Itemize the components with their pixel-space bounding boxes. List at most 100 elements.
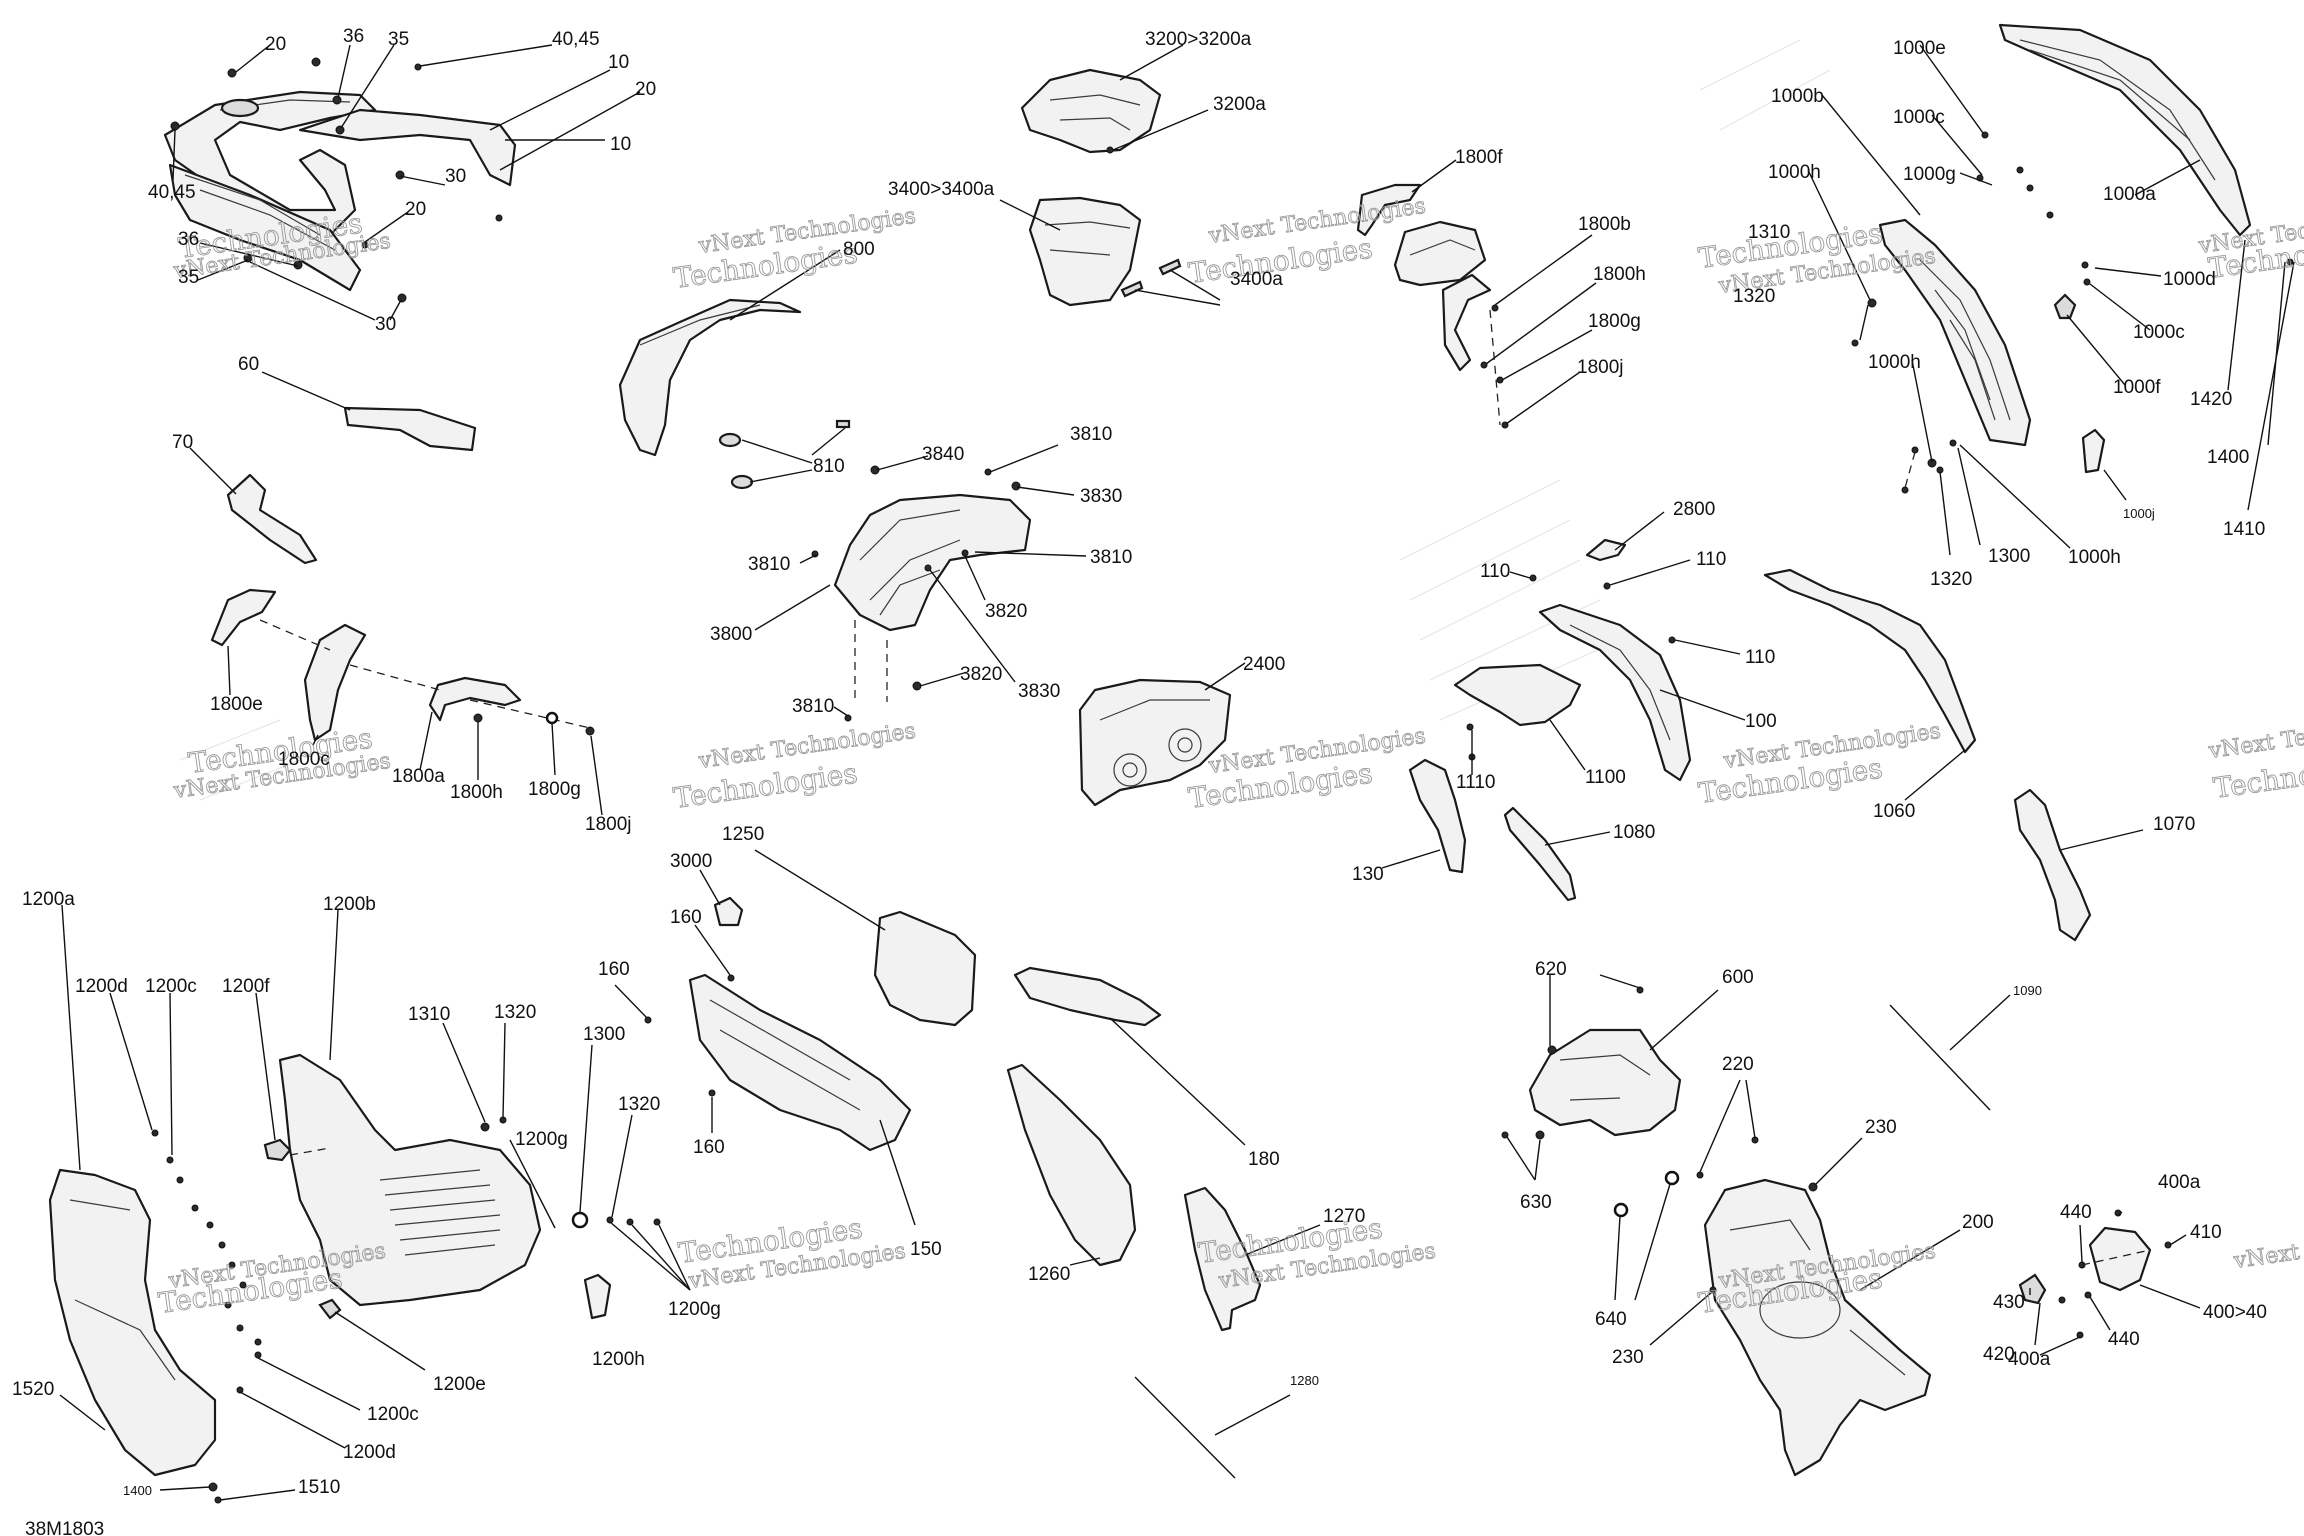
callout-3200-3200a: 3200>3200a xyxy=(1145,29,1252,50)
callout-1200c: 1200c xyxy=(367,1404,419,1425)
part-1000a-fender xyxy=(1998,23,2252,237)
part-800-cover xyxy=(618,298,802,457)
callout-3810: 3810 xyxy=(792,696,834,717)
part-70-bracket xyxy=(226,473,318,565)
callout-1000d: 1000d xyxy=(2163,269,2216,290)
callout-1320: 1320 xyxy=(618,1094,660,1115)
callout-1000h: 1000h xyxy=(2068,547,2121,568)
headlight-bezel-right-group xyxy=(1356,159,1597,429)
callout-410: 410 xyxy=(2190,1222,2222,1243)
part-1800g-r xyxy=(1441,273,1492,372)
callout-3830: 3830 xyxy=(1080,486,1122,507)
part-100 xyxy=(1538,603,1692,782)
callout-640: 640 xyxy=(1595,1309,1627,1330)
callout-1200d: 1200d xyxy=(75,976,128,997)
callout-420: 420 xyxy=(1983,1344,2015,1365)
callout-1800b: 1800b xyxy=(1578,214,1631,235)
part-420 xyxy=(2018,1273,2047,1305)
part-1800e xyxy=(210,588,277,647)
callout-60: 60 xyxy=(238,354,259,375)
callout-1200d: 1200d xyxy=(343,1442,396,1463)
callout-3200a: 3200a xyxy=(1213,94,1266,115)
callout-35: 35 xyxy=(178,267,199,288)
callout-1800h: 1800h xyxy=(450,782,503,803)
rear-rack-hardware xyxy=(170,57,503,303)
callout-130: 130 xyxy=(1352,864,1384,885)
part-1200f xyxy=(263,1138,292,1162)
callout-1510: 1510 xyxy=(298,1477,340,1498)
callout-1100: 1100 xyxy=(1585,767,1626,788)
watermark-line1: vNext Technologies xyxy=(2206,709,2304,764)
part-150 xyxy=(688,973,912,1152)
part-1000b-panel xyxy=(1878,218,2032,447)
part-400 xyxy=(2088,1226,2152,1292)
callout-1200f: 1200f xyxy=(222,976,270,997)
callout-1200h: 1200h xyxy=(592,1349,645,1370)
callout-3830: 3830 xyxy=(1018,681,1060,702)
part-1070 xyxy=(2013,788,2092,942)
callout-20: 20 xyxy=(635,79,656,100)
callout-1300: 1300 xyxy=(1988,546,2030,567)
side-panel-left-group xyxy=(48,904,691,1504)
callout-1800j: 1800j xyxy=(1577,357,1624,378)
callout-1800h: 1800h xyxy=(1593,264,1646,285)
part-1060 xyxy=(1763,568,1977,754)
headlight-bezel-left-group xyxy=(210,588,603,816)
callout-1070: 1070 xyxy=(2153,814,2195,835)
part-130 xyxy=(1408,758,1467,874)
callout-630: 630 xyxy=(1520,1192,1552,1213)
callout-30: 30 xyxy=(375,314,396,335)
watermark-line1: vNext Technologies xyxy=(2231,1219,2304,1274)
callout-70: 70 xyxy=(172,432,193,453)
part-1200h xyxy=(583,1273,612,1320)
part-1000-group xyxy=(1807,23,2295,556)
part-1100 xyxy=(1453,663,1582,727)
part-800-group xyxy=(618,249,851,490)
part-2400-group xyxy=(1078,662,1246,807)
callout-3820: 3820 xyxy=(985,601,1027,622)
lower-right-group xyxy=(1501,974,2201,1477)
storage-bin-group xyxy=(999,44,1221,307)
callout-2800: 2800 xyxy=(1673,499,1715,520)
callout-1800g: 1800g xyxy=(1588,311,1641,332)
callout-110: 110 xyxy=(1480,561,1510,582)
part-1800f xyxy=(1356,183,1422,237)
callout-440: 440 xyxy=(2060,1202,2092,1223)
part-60-bar xyxy=(343,406,477,452)
callout-10: 10 xyxy=(608,52,629,73)
callout-160: 160 xyxy=(693,1137,725,1158)
part-200 xyxy=(1703,1178,1932,1477)
part-1250 xyxy=(873,910,977,1027)
callout-3810: 3810 xyxy=(1070,424,1112,445)
callout-1080: 1080 xyxy=(1613,822,1655,843)
callout-1320: 1320 xyxy=(1930,569,1972,590)
callout-10: 10 xyxy=(610,134,631,155)
side-panel-right-group xyxy=(1381,511,2144,1111)
callout-200: 200 xyxy=(1962,1212,1994,1233)
callout-30: 30 xyxy=(445,166,466,187)
callout-1200g: 1200g xyxy=(668,1299,721,1320)
callout-800: 800 xyxy=(843,239,875,260)
callout-3400-3400a: 3400>3400a xyxy=(888,179,995,200)
part-1270 xyxy=(1183,1186,1262,1332)
part-1800c xyxy=(303,623,367,742)
callout-1800a: 1800a xyxy=(392,766,445,787)
callout-3000: 3000 xyxy=(670,851,712,872)
callout-1800e: 1800e xyxy=(210,694,263,715)
part-3800-housing xyxy=(833,493,1032,632)
part-600 xyxy=(1528,1028,1682,1137)
part-2800 xyxy=(1585,538,1627,562)
callout-1410: 1410 xyxy=(2223,519,2265,540)
callout-2400: 2400 xyxy=(1243,654,1285,675)
callout-1320: 1320 xyxy=(1733,286,1775,307)
part-1000f-clip xyxy=(2053,293,2077,320)
part-1260 xyxy=(1006,1063,1137,1267)
callout-180: 180 xyxy=(1248,1149,1280,1170)
callout-1400: 1400 xyxy=(123,1483,152,1498)
callout-3800: 3800 xyxy=(710,624,752,645)
callout-230: 230 xyxy=(1612,1347,1644,1368)
callout-1250: 1250 xyxy=(722,824,764,845)
callout-20: 20 xyxy=(405,199,426,220)
callout-400a: 400a xyxy=(2008,1349,2051,1370)
